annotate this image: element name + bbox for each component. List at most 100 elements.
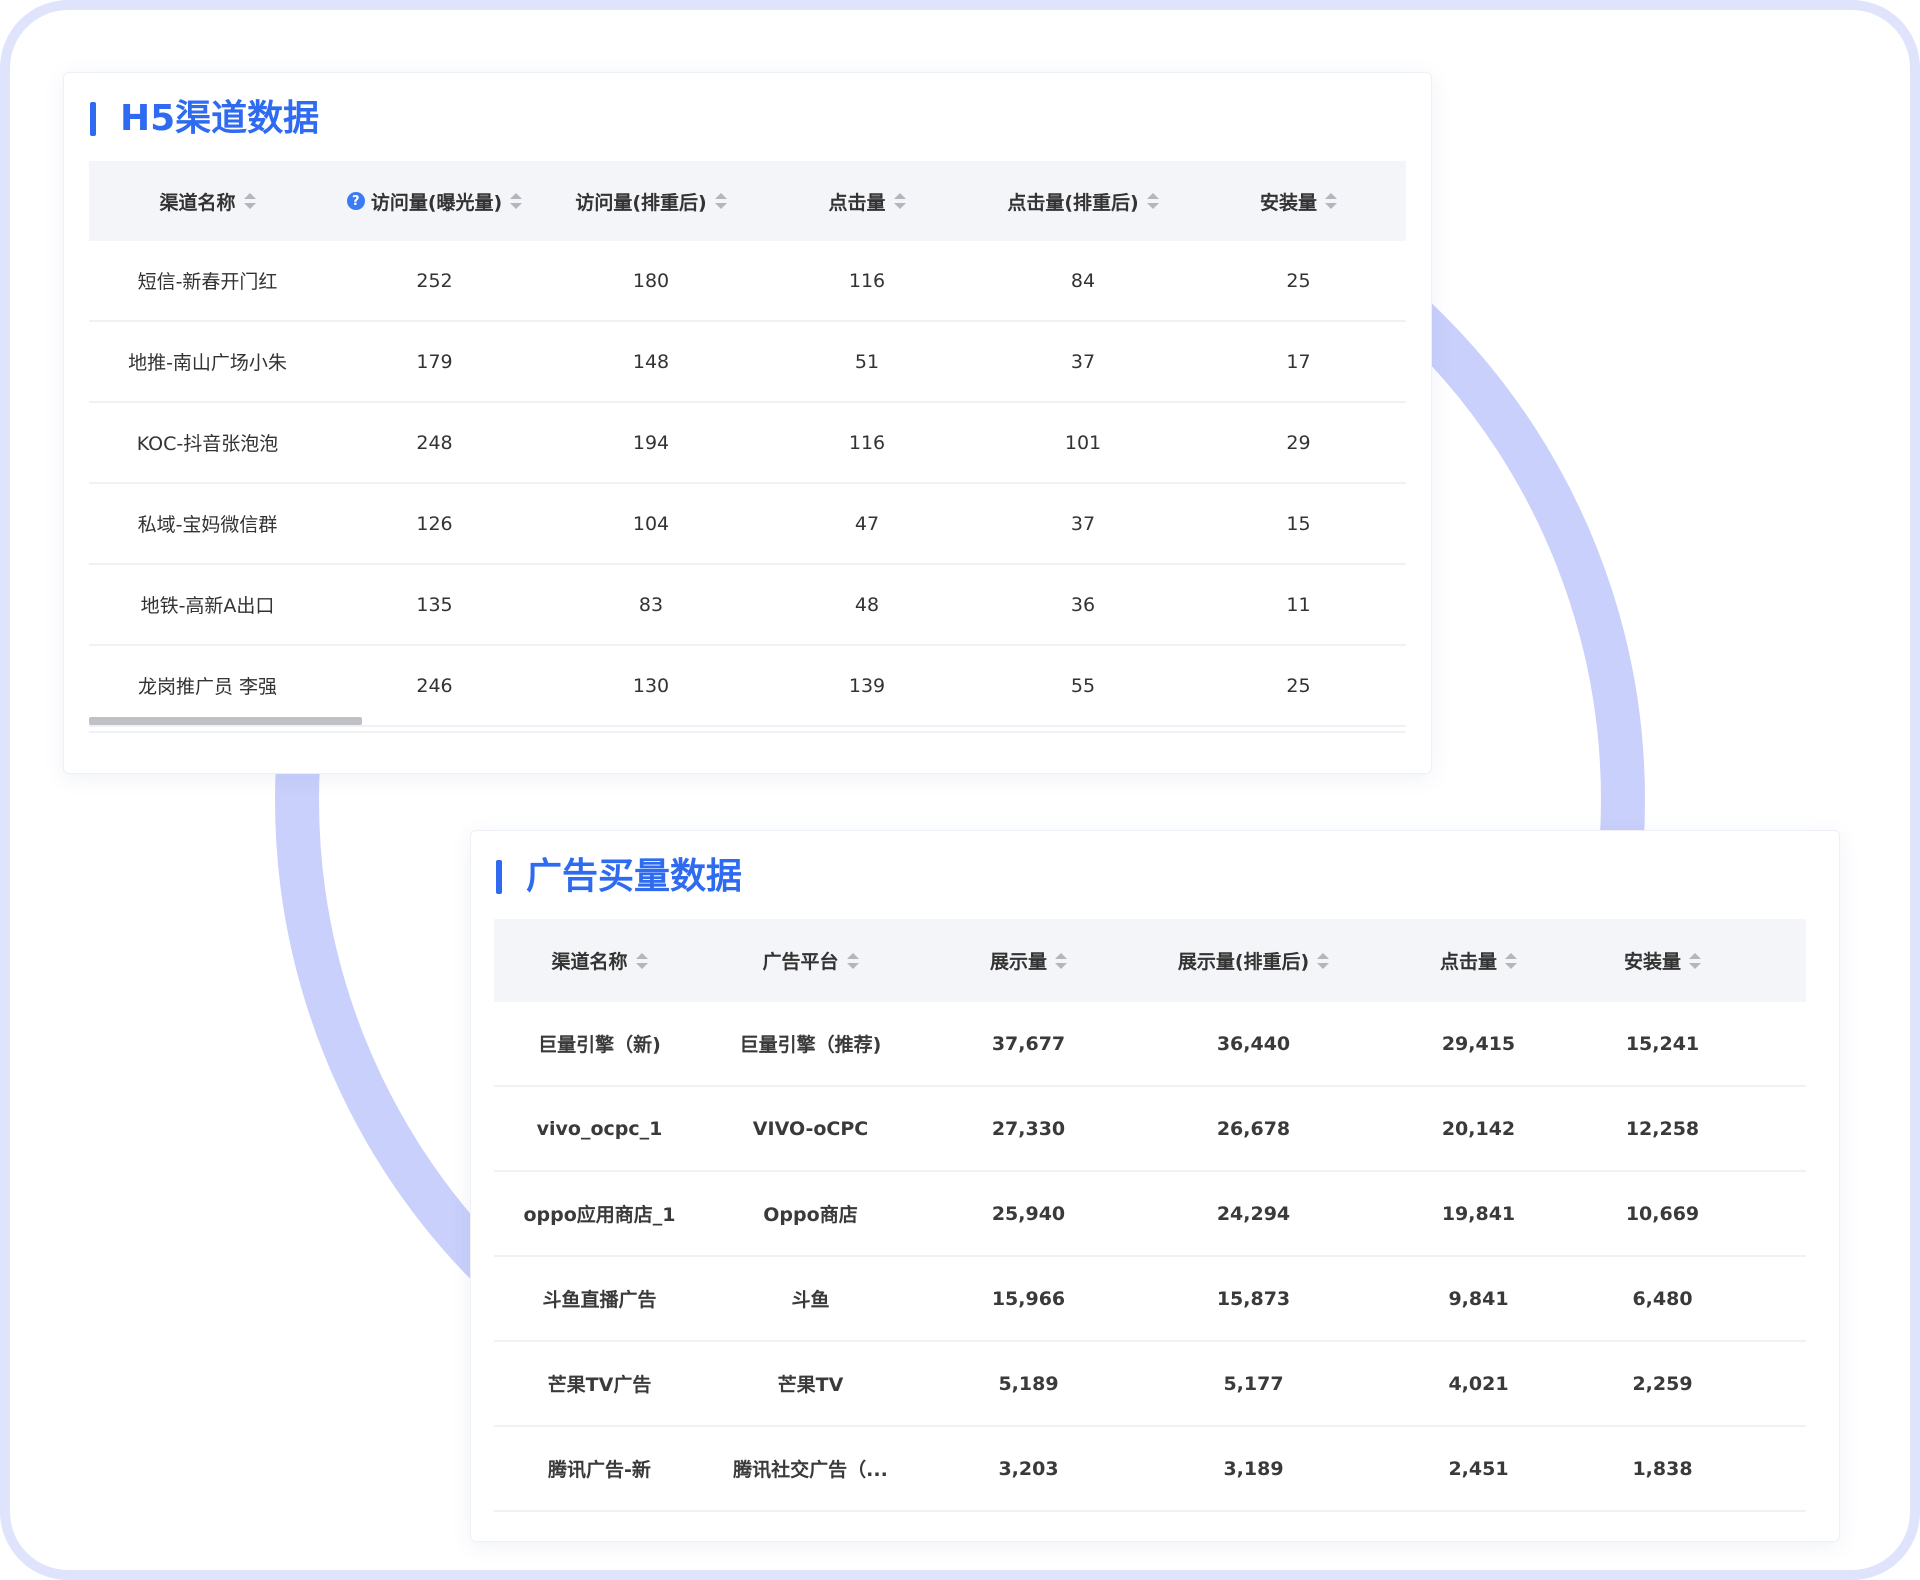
table-row: 腾讯广告-新 腾讯社交广告（... 3,203 3,189 2,451 1,83… bbox=[494, 1427, 1806, 1512]
table-row: oppo应用商店_1 Oppo商店 25,940 24,294 19,841 1… bbox=[494, 1172, 1806, 1257]
table-row: 龙岗推广员 李强 246 130 139 55 25 bbox=[89, 646, 1406, 727]
sort-icon[interactable] bbox=[1146, 193, 1159, 209]
installs-cell: 10,669 bbox=[1625, 1202, 1700, 1225]
clicks-dedup-cell: 101 bbox=[1064, 431, 1102, 454]
table-row: 短信-新春开门红 252 180 116 84 25 bbox=[89, 241, 1406, 322]
ad-card-title: 广告买量数据 bbox=[496, 855, 742, 899]
table-row: 巨量引擎（新) 巨量引擎（推荐) 37,677 36,440 29,415 15… bbox=[494, 1002, 1806, 1087]
visits-dedup-cell: 180 bbox=[632, 269, 670, 292]
channel-name-cell: 短信-新春开门红 bbox=[137, 271, 278, 293]
impressions-dedup-cell: 3,189 bbox=[1223, 1457, 1284, 1480]
clicks-cell: 4,021 bbox=[1448, 1372, 1509, 1395]
h5-col-channel[interactable]: 渠道名称 bbox=[89, 188, 326, 215]
ad-col-impressions[interactable]: 展示量 bbox=[916, 947, 1141, 974]
h5-col-clicks-label: 点击量 bbox=[828, 191, 886, 214]
h5-col-installs[interactable]: 安装量 bbox=[1191, 188, 1406, 215]
visits-cell: 135 bbox=[416, 593, 453, 616]
ad-table: 渠道名称 广告平台 展示量 展示量(排重后) 点击量 安装量 bbox=[494, 919, 1806, 1512]
impressions-dedup-cell: 24,294 bbox=[1216, 1202, 1291, 1225]
h5-table-header: 渠道名称 ? 访问量(曝光量) 访问量(排重后) 点击量 点击量(排重后) bbox=[89, 161, 1406, 241]
h5-card-title: H5渠道数据 bbox=[90, 97, 319, 141]
ad-col-clicks[interactable]: 点击量 bbox=[1366, 947, 1591, 974]
clicks-cell: 116 bbox=[848, 269, 886, 292]
ad-col-platform-label: 广告平台 bbox=[762, 951, 839, 973]
table-row: vivo_ocpc_1 VIVO-oCPC 27,330 26,678 20,1… bbox=[494, 1087, 1806, 1172]
ad-col-clicks-label: 点击量 bbox=[1439, 951, 1497, 973]
h5-col-channel-label: 渠道名称 bbox=[159, 191, 236, 214]
table-row: 芒果TV广告 芒果TV 5,189 5,177 4,021 2,259 bbox=[494, 1342, 1806, 1427]
channel-name-cell: 龙岗推广员 李强 bbox=[137, 676, 278, 698]
impressions-dedup-cell: 36,440 bbox=[1216, 1032, 1291, 1055]
channel-name-cell: vivo_ocpc_1 bbox=[536, 1117, 663, 1140]
table-row: 私域-宝妈微信群 126 104 47 37 15 bbox=[89, 484, 1406, 565]
h5-col-clicks-dedup[interactable]: 点击量(排重后) bbox=[975, 188, 1191, 215]
installs-cell: 17 bbox=[1286, 350, 1311, 373]
installs-cell: 29 bbox=[1286, 431, 1311, 454]
installs-cell: 12,258 bbox=[1625, 1117, 1700, 1140]
ad-platform-cell: Oppo商店 bbox=[763, 1204, 858, 1226]
visits-cell: 248 bbox=[416, 431, 453, 454]
impressions-cell: 3,203 bbox=[998, 1457, 1059, 1480]
sort-icon[interactable] bbox=[1055, 952, 1067, 969]
visits-cell: 246 bbox=[416, 674, 453, 697]
h5-col-visits[interactable]: ? 访问量(曝光量) bbox=[326, 188, 543, 215]
horizontal-scrollbar[interactable] bbox=[89, 717, 362, 725]
sort-icon[interactable] bbox=[893, 193, 906, 209]
table-row: 地铁-高新A出口 135 83 48 36 11 bbox=[89, 565, 1406, 646]
ad-col-impressions-dedup-label: 展示量(排重后) bbox=[1177, 951, 1310, 973]
sort-icon[interactable] bbox=[243, 193, 256, 209]
installs-cell: 15,241 bbox=[1625, 1032, 1700, 1055]
impressions-cell: 15,966 bbox=[991, 1287, 1066, 1310]
ad-buying-card: 广告买量数据 渠道名称 广告平台 展示量 展示量(排重后) 点击量 bbox=[470, 830, 1840, 1542]
impressions-cell: 27,330 bbox=[991, 1117, 1066, 1140]
ad-table-header: 渠道名称 广告平台 展示量 展示量(排重后) 点击量 安装量 bbox=[494, 919, 1806, 1002]
channel-name-cell: 腾讯广告-新 bbox=[548, 1459, 651, 1481]
channel-name-cell: 芒果TV广告 bbox=[547, 1374, 652, 1396]
ad-col-channel[interactable]: 渠道名称 bbox=[494, 947, 705, 974]
ad-col-impressions-dedup[interactable]: 展示量(排重后) bbox=[1141, 947, 1366, 974]
sort-icon[interactable] bbox=[1317, 952, 1330, 969]
channel-name-cell: 私域-宝妈微信群 bbox=[137, 514, 278, 536]
visits-dedup-cell: 148 bbox=[632, 350, 670, 373]
clicks-cell: 19,841 bbox=[1441, 1202, 1516, 1225]
ad-platform-cell: 斗鱼 bbox=[791, 1289, 830, 1311]
ad-col-channel-label: 渠道名称 bbox=[551, 951, 628, 973]
sort-icon[interactable] bbox=[714, 193, 727, 209]
ad-col-installs[interactable]: 安装量 bbox=[1591, 947, 1734, 974]
sort-icon[interactable] bbox=[635, 952, 648, 969]
sort-icon[interactable] bbox=[846, 952, 859, 969]
table-row: 地推-南山广场小朱 179 148 51 37 17 bbox=[89, 322, 1406, 403]
sort-icon[interactable] bbox=[1689, 952, 1701, 969]
sort-icon[interactable] bbox=[1325, 193, 1337, 209]
visits-cell: 252 bbox=[416, 269, 453, 292]
sort-icon[interactable] bbox=[510, 193, 523, 209]
h5-col-visits-dedup[interactable]: 访问量(排重后) bbox=[543, 188, 759, 215]
visits-dedup-cell: 83 bbox=[638, 593, 664, 616]
sort-icon[interactable] bbox=[1505, 952, 1517, 969]
help-icon[interactable]: ? bbox=[346, 192, 365, 210]
h5-channel-card: H5渠道数据 渠道名称 ? 访问量(曝光量) 访问量(排重后) 点击量 点击量(… bbox=[63, 72, 1432, 774]
impressions-cell: 37,677 bbox=[991, 1032, 1066, 1055]
visits-cell: 126 bbox=[416, 512, 453, 535]
h5-col-clicks-dedup-label: 点击量(排重后) bbox=[1007, 191, 1139, 214]
clicks-cell: 139 bbox=[848, 674, 886, 697]
clicks-cell: 48 bbox=[854, 593, 880, 616]
clicks-dedup-cell: 55 bbox=[1070, 674, 1096, 697]
channel-name-cell: 地推-南山广场小朱 bbox=[128, 352, 287, 374]
title-accent-bar bbox=[496, 860, 502, 894]
clicks-dedup-cell: 37 bbox=[1070, 512, 1096, 535]
impressions-cell: 25,940 bbox=[991, 1202, 1066, 1225]
clicks-cell: 47 bbox=[854, 512, 880, 535]
installs-cell: 15 bbox=[1286, 512, 1311, 535]
installs-cell: 2,259 bbox=[1632, 1372, 1693, 1395]
impressions-dedup-cell: 26,678 bbox=[1216, 1117, 1291, 1140]
installs-cell: 25 bbox=[1286, 674, 1311, 697]
h5-col-clicks[interactable]: 点击量 bbox=[759, 188, 975, 215]
table-row: 斗鱼直播广告 斗鱼 15,966 15,873 9,841 6,480 bbox=[494, 1257, 1806, 1342]
channel-name-cell: KOC-抖音张泡泡 bbox=[136, 433, 279, 455]
clicks-dedup-cell: 37 bbox=[1070, 350, 1096, 373]
installs-cell: 11 bbox=[1286, 593, 1311, 616]
ad-platform-cell: VIVO-oCPC bbox=[752, 1117, 869, 1140]
ad-col-platform[interactable]: 广告平台 bbox=[705, 947, 916, 974]
ad-platform-cell: 腾讯社交广告（... bbox=[733, 1459, 888, 1481]
